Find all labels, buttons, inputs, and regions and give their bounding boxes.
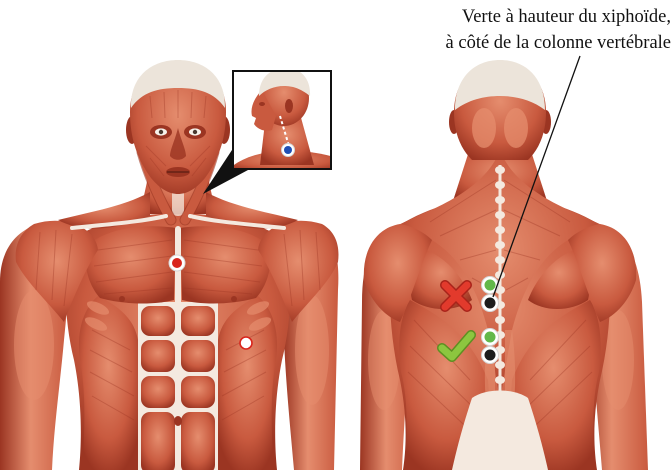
inset-panel xyxy=(228,68,338,172)
left-splenius xyxy=(472,108,496,148)
vertebra xyxy=(495,166,505,174)
vertebra xyxy=(495,181,505,189)
ab-segment xyxy=(141,412,175,470)
vertebra xyxy=(495,226,505,234)
right-nipple xyxy=(231,296,237,302)
upper-black-marker xyxy=(485,298,496,309)
annotation-line-1: Verte à hauteur du xiphoïde, xyxy=(462,7,671,27)
vertebra xyxy=(495,391,505,399)
vertebra xyxy=(495,316,505,324)
inset-marker-blue-dot xyxy=(284,146,292,154)
vertebra xyxy=(495,406,505,414)
ab-segment xyxy=(141,306,175,336)
side-marker-outline xyxy=(240,337,252,349)
vertebra xyxy=(495,211,505,219)
vertebra xyxy=(495,376,505,384)
vertebra xyxy=(495,196,505,204)
ab-segment xyxy=(181,306,215,336)
lower-green-marker xyxy=(485,332,496,343)
sternum-marker-red-dot xyxy=(172,258,182,268)
annotation-line-2: à côté de la colonne vertébrale xyxy=(446,33,671,53)
left-nipple xyxy=(119,296,125,302)
vertebra xyxy=(495,361,505,369)
right-iris xyxy=(193,130,197,134)
vertebra xyxy=(495,256,505,264)
ab-segment xyxy=(141,376,175,408)
ab-segment xyxy=(141,340,175,372)
ab-segment xyxy=(181,376,215,408)
ab-segment xyxy=(181,412,215,470)
ab-segment xyxy=(181,340,215,372)
front-head xyxy=(126,60,230,194)
navel xyxy=(174,416,182,426)
lower-black-marker xyxy=(485,350,496,361)
inset-eye xyxy=(259,102,265,106)
left-iris xyxy=(159,130,163,134)
back-head xyxy=(449,60,551,160)
right-splenius xyxy=(504,108,528,148)
vertebra xyxy=(495,241,505,249)
upper-green-marker xyxy=(485,280,496,291)
inset-ear xyxy=(285,99,293,113)
left-biceps xyxy=(14,290,54,400)
